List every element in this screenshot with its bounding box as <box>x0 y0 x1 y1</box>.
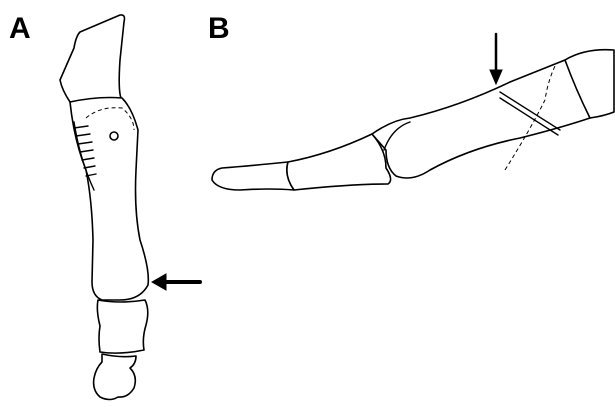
panel-a-proximal-phalanx <box>70 98 148 301</box>
panel-b-middle-phalanx <box>287 134 391 190</box>
panel-a-pin-hole <box>110 132 118 140</box>
panel-a-drawing <box>60 15 200 400</box>
panel-a-middle-phalanx <box>97 300 147 353</box>
panel-b-proximal-phalanx <box>372 60 590 178</box>
panel-b-arrow-icon <box>490 34 502 84</box>
panel-label-a: A <box>9 12 31 45</box>
panel-a-distal-phalanx <box>94 354 136 400</box>
panel-a-metacarpal-bone <box>60 15 125 102</box>
panel-b-drawing <box>212 34 614 190</box>
panel-b-distal-phalanx <box>212 162 294 190</box>
panel-a-arrow-icon <box>152 274 200 290</box>
panel-label-b: B <box>208 12 230 45</box>
